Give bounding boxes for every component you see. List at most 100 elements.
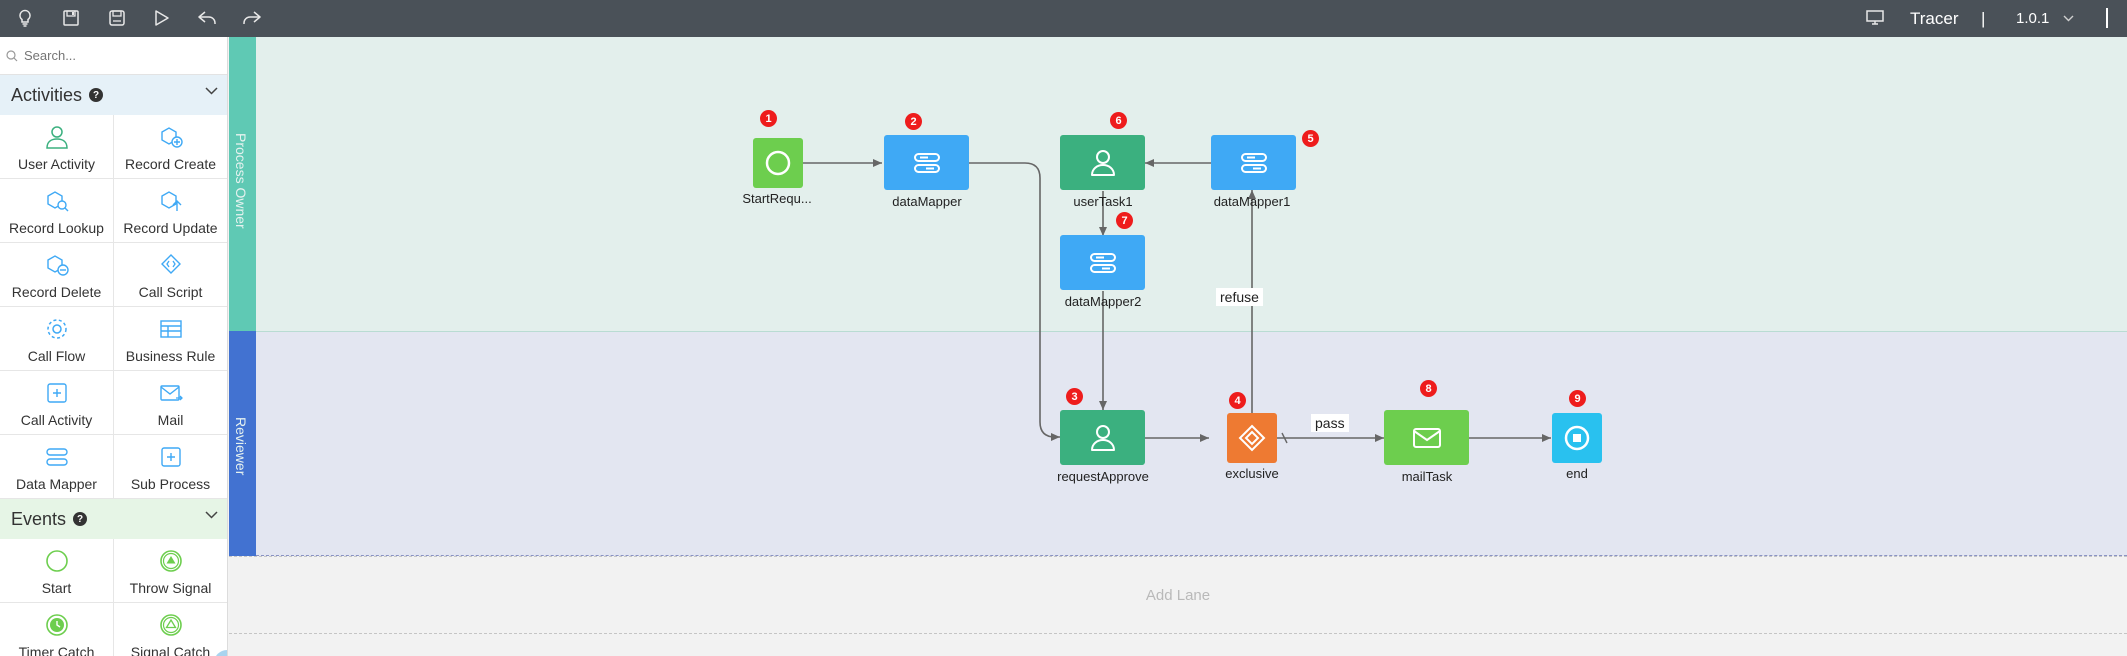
chevron-down-icon: [2063, 15, 2074, 22]
palette-item-label: Start: [41, 580, 72, 596]
gateway-icon: [1238, 424, 1266, 452]
table-icon: [160, 320, 182, 338]
palette-item-label: Call Script: [138, 284, 203, 300]
data-mapper2-task[interactable]: [1060, 235, 1145, 290]
node-label: dataMapper: [892, 194, 962, 209]
palette-item-label: Record Update: [123, 220, 218, 236]
node-badge: 3: [1066, 388, 1083, 405]
palette-item-record-lookup[interactable]: Record Lookup: [0, 179, 114, 243]
end-event[interactable]: [1552, 413, 1602, 463]
palette-item-label: Call Activity: [20, 412, 93, 428]
default-flow-marker: [1281, 432, 1288, 444]
signal-catch-icon: [160, 614, 182, 636]
mail-icon: [160, 385, 183, 401]
request-approve-task[interactable]: [1060, 410, 1145, 465]
chevron-down-icon: [205, 87, 218, 95]
palette-item-data-mapper[interactable]: Data Mapper: [0, 435, 114, 499]
palette-item-record-update[interactable]: Record Update: [114, 179, 227, 243]
palette-item-start[interactable]: Start: [0, 539, 114, 603]
data-mapper1-task[interactable]: [1211, 135, 1296, 190]
palette-item-label: User Activity: [17, 156, 95, 172]
mail-icon: [1412, 427, 1441, 448]
user-icon: [1090, 424, 1115, 451]
activities-section-header[interactable]: Activities ?: [0, 75, 227, 115]
palette-item-record-delete[interactable]: Record Delete: [0, 243, 114, 307]
help-icon[interactable]: ?: [73, 512, 88, 526]
lane-divider: [256, 555, 2127, 556]
lane-process-owner[interactable]: [229, 37, 2127, 331]
node-badge: 5: [1302, 130, 1319, 147]
node-badge: 7: [1116, 212, 1133, 229]
search-icon: [6, 49, 18, 61]
search-input[interactable]: [24, 48, 214, 63]
palette-item-sub-process[interactable]: Sub Process: [114, 435, 227, 499]
help-icon[interactable]: ?: [89, 88, 104, 102]
palette-item-throw-signal[interactable]: Throw Signal: [114, 539, 227, 603]
toolbar: Tracer | 1.0.1: [0, 0, 2127, 37]
node-badge: 4: [1229, 392, 1246, 409]
divider: [2106, 8, 2108, 28]
call-script-icon: [161, 254, 181, 274]
lane-header-process-owner[interactable]: Process Owner: [229, 37, 256, 331]
node-label: end: [1566, 466, 1588, 481]
record-delete-icon: [47, 255, 69, 276]
node-label: dataMapper1: [1213, 194, 1291, 209]
events-section-header[interactable]: Events ?: [0, 499, 227, 539]
version-select[interactable]: 1.0.1: [2016, 0, 2074, 37]
undo-icon[interactable]: [192, 3, 222, 33]
palette-item-signal-catch[interactable]: Signal Catch: [114, 603, 227, 656]
palette-item-label: Signal Catch: [130, 644, 211, 656]
data-mapper-icon: [1089, 252, 1116, 273]
diagram-canvas[interactable]: Process Owner Reviewer Add Lane refuse p…: [229, 37, 2127, 656]
chevron-down-icon: [205, 511, 218, 519]
redo-icon[interactable]: [237, 3, 267, 33]
flow-label-refuse[interactable]: refuse: [1216, 288, 1263, 306]
palette-item-label: Record Delete: [11, 284, 102, 300]
palette-item-call-activity[interactable]: Call Activity: [0, 371, 114, 435]
palette-item-label: Data Mapper: [16, 476, 97, 492]
palette-item-timer-catch[interactable]: Timer Catch: [0, 603, 114, 656]
record-lookup-icon: [47, 191, 69, 212]
record-update-icon: [161, 191, 182, 211]
run-icon[interactable]: [146, 3, 176, 33]
palette-item-label: Sub Process: [130, 476, 211, 492]
palette-item-label: Throw Signal: [129, 580, 212, 596]
node-label: userTask1: [1073, 194, 1133, 209]
record-create-icon: [161, 127, 183, 148]
start-circle-icon: [46, 550, 68, 572]
palette-item-call-flow[interactable]: Call Flow: [0, 307, 114, 371]
search-box: [0, 37, 227, 75]
flow-datamapper-to-requestapprove: [969, 162, 1060, 441]
flow-label-pass[interactable]: pass: [1311, 414, 1349, 432]
data-mapper-icon: [913, 152, 940, 173]
node-badge: 8: [1420, 380, 1437, 397]
timer-icon: [46, 614, 68, 636]
data-mapper-task[interactable]: [884, 135, 969, 190]
palette-item-call-script[interactable]: Call Script: [114, 243, 227, 307]
palette-item-record-create[interactable]: Record Create: [114, 115, 227, 179]
start-circle-icon: [765, 150, 791, 176]
add-lane-button[interactable]: Add Lane: [229, 556, 2127, 634]
palette-item-mail[interactable]: Mail: [114, 371, 227, 435]
save-as-icon[interactable]: [102, 3, 132, 33]
lane-header-reviewer[interactable]: Reviewer: [229, 331, 256, 556]
data-mapper-icon: [1240, 152, 1267, 173]
lightbulb-icon[interactable]: [10, 3, 40, 33]
node-label: requestApprove: [1057, 469, 1149, 484]
start-event[interactable]: [753, 138, 803, 188]
monitor-icon[interactable]: [1860, 3, 1890, 33]
exclusive-gateway[interactable]: [1227, 413, 1277, 463]
node-label: mailTask: [1401, 469, 1453, 484]
collapse-sidebar-button[interactable]: [214, 650, 227, 656]
palette-item-user-activity[interactable]: User Activity: [0, 115, 114, 179]
tracer-button[interactable]: Tracer: [1910, 0, 1959, 37]
user-task1[interactable]: [1060, 135, 1145, 190]
mail-task[interactable]: [1384, 410, 1469, 465]
lane-reviewer[interactable]: [229, 331, 2127, 556]
lane-divider: [256, 331, 2127, 332]
save-icon[interactable]: [56, 3, 86, 33]
palette-item-label: Business Rule: [125, 348, 216, 364]
node-label: exclusive: [1225, 466, 1279, 481]
palette-item-business-rule[interactable]: Business Rule: [114, 307, 227, 371]
